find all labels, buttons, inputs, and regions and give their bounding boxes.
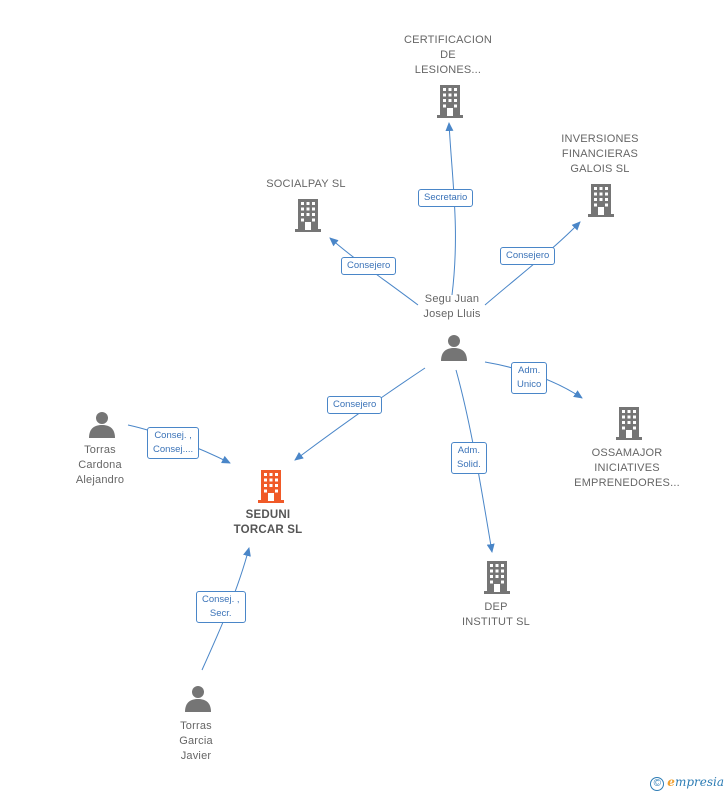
building-icon[interactable] (435, 84, 465, 118)
person-icon[interactable] (440, 333, 468, 361)
node-label-line: INICIATIVES (594, 462, 660, 474)
edge-label-line: Consejero (333, 399, 377, 410)
edge-label-consej-secr[interactable]: Consej. , Secr. (196, 591, 246, 623)
edge-label-secretario[interactable]: Secretario (418, 189, 474, 207)
edge-label-line: Consej. , (154, 430, 192, 441)
node-label-line: INVERSIONES (561, 133, 639, 145)
edge-label-consejero-inversiones[interactable]: Consejero (500, 247, 556, 265)
node-label-torras-cardona[interactable]: Torras Cardona Alejandro (50, 443, 150, 488)
node-label-line: SEDUNI (245, 509, 291, 521)
edge-label-line: Consej.... (153, 444, 194, 455)
edge-label-line: Solid. (457, 459, 481, 470)
edge-label-line: Secretario (424, 192, 468, 203)
node-label-line: DEP (484, 601, 508, 613)
node-label-line: FINANCIERAS (561, 148, 639, 160)
edge-label-consejero-socialpay[interactable]: Consejero (341, 257, 397, 275)
node-label-line: Josep Lluis (423, 308, 481, 320)
building-icon[interactable] (586, 183, 616, 217)
node-label-line: Torras (180, 720, 212, 732)
edge-label-consej-cardona[interactable]: Consej. , Consej.... (147, 427, 200, 459)
node-label-socialpay[interactable]: SOCIALPAY SL (246, 177, 366, 192)
edge-label-line: Consej. , (202, 594, 240, 605)
node-label-inversiones[interactable]: INVERSIONES FINANCIERAS GALOIS SL (540, 132, 660, 177)
node-label-line: SOCIALPAY SL (266, 178, 346, 190)
brand-initial: e (667, 775, 675, 789)
edge-label-line: Unico (517, 379, 542, 390)
node-label-line: Alejandro (75, 474, 125, 486)
node-label-dep[interactable]: DEP INSTITUT SL (436, 600, 556, 630)
brand-logo: empresia (667, 775, 724, 789)
node-label-segu[interactable]: Segu Juan Josep Lluis (392, 292, 512, 322)
node-label-line: TORCAR SL (233, 524, 303, 536)
edge-line-secretario (445, 122, 456, 296)
footer-brand: ©empresia (650, 775, 724, 791)
building-icon[interactable] (256, 469, 286, 503)
node-label-line: Cardona (78, 459, 122, 471)
node-label-line: INSTITUT SL (461, 616, 530, 628)
edge-label-line: Consejero (506, 250, 550, 261)
node-label-ossamajor[interactable]: OSSAMAJOR INICIATIVES EMPRENEDORES... (562, 446, 692, 491)
node-label-torras-garcia[interactable]: Torras Garcia Javier (146, 719, 246, 764)
node-label-line: GALOIS SL (570, 163, 630, 175)
brand-rest: mpresia (674, 775, 724, 789)
building-icon[interactable] (482, 560, 512, 594)
edge-label-adm-solid[interactable]: Adm. Solid. (451, 442, 487, 474)
node-label-line: Garcia (179, 735, 213, 747)
edge-line-consejero-seduni (294, 367, 426, 461)
node-label-line: Javier (180, 750, 212, 762)
node-label-line: DE (440, 49, 456, 61)
edge-label-consejero-seduni[interactable]: Consejero (327, 396, 383, 414)
edge-label-line: Adm. (457, 445, 480, 456)
node-label-line: Segu Juan (424, 293, 480, 305)
node-label-line: OSSAMAJOR (591, 447, 663, 459)
node-label-line: CERTIFICACION (404, 34, 492, 46)
node-label-seduni[interactable]: SEDUNI TORCAR SL (208, 508, 328, 538)
person-icon[interactable] (184, 684, 212, 712)
node-label-line: Torras (84, 444, 116, 456)
node-label-certificacion[interactable]: CERTIFICACION DE LESIONES... (388, 33, 508, 78)
edge-label-line: Consejero (347, 260, 391, 271)
node-label-line: EMPRENEDORES... (574, 477, 680, 489)
edge-label-adm-unico[interactable]: Adm. Unico (511, 362, 548, 394)
node-label-line: LESIONES... (414, 64, 482, 76)
edge-label-line: Secr. (209, 608, 232, 619)
edge-label-line: Adm. (518, 365, 541, 376)
person-icon[interactable] (88, 410, 116, 438)
building-icon[interactable] (293, 198, 323, 232)
copyright-icon: © (650, 777, 665, 791)
building-icon[interactable] (614, 406, 644, 440)
